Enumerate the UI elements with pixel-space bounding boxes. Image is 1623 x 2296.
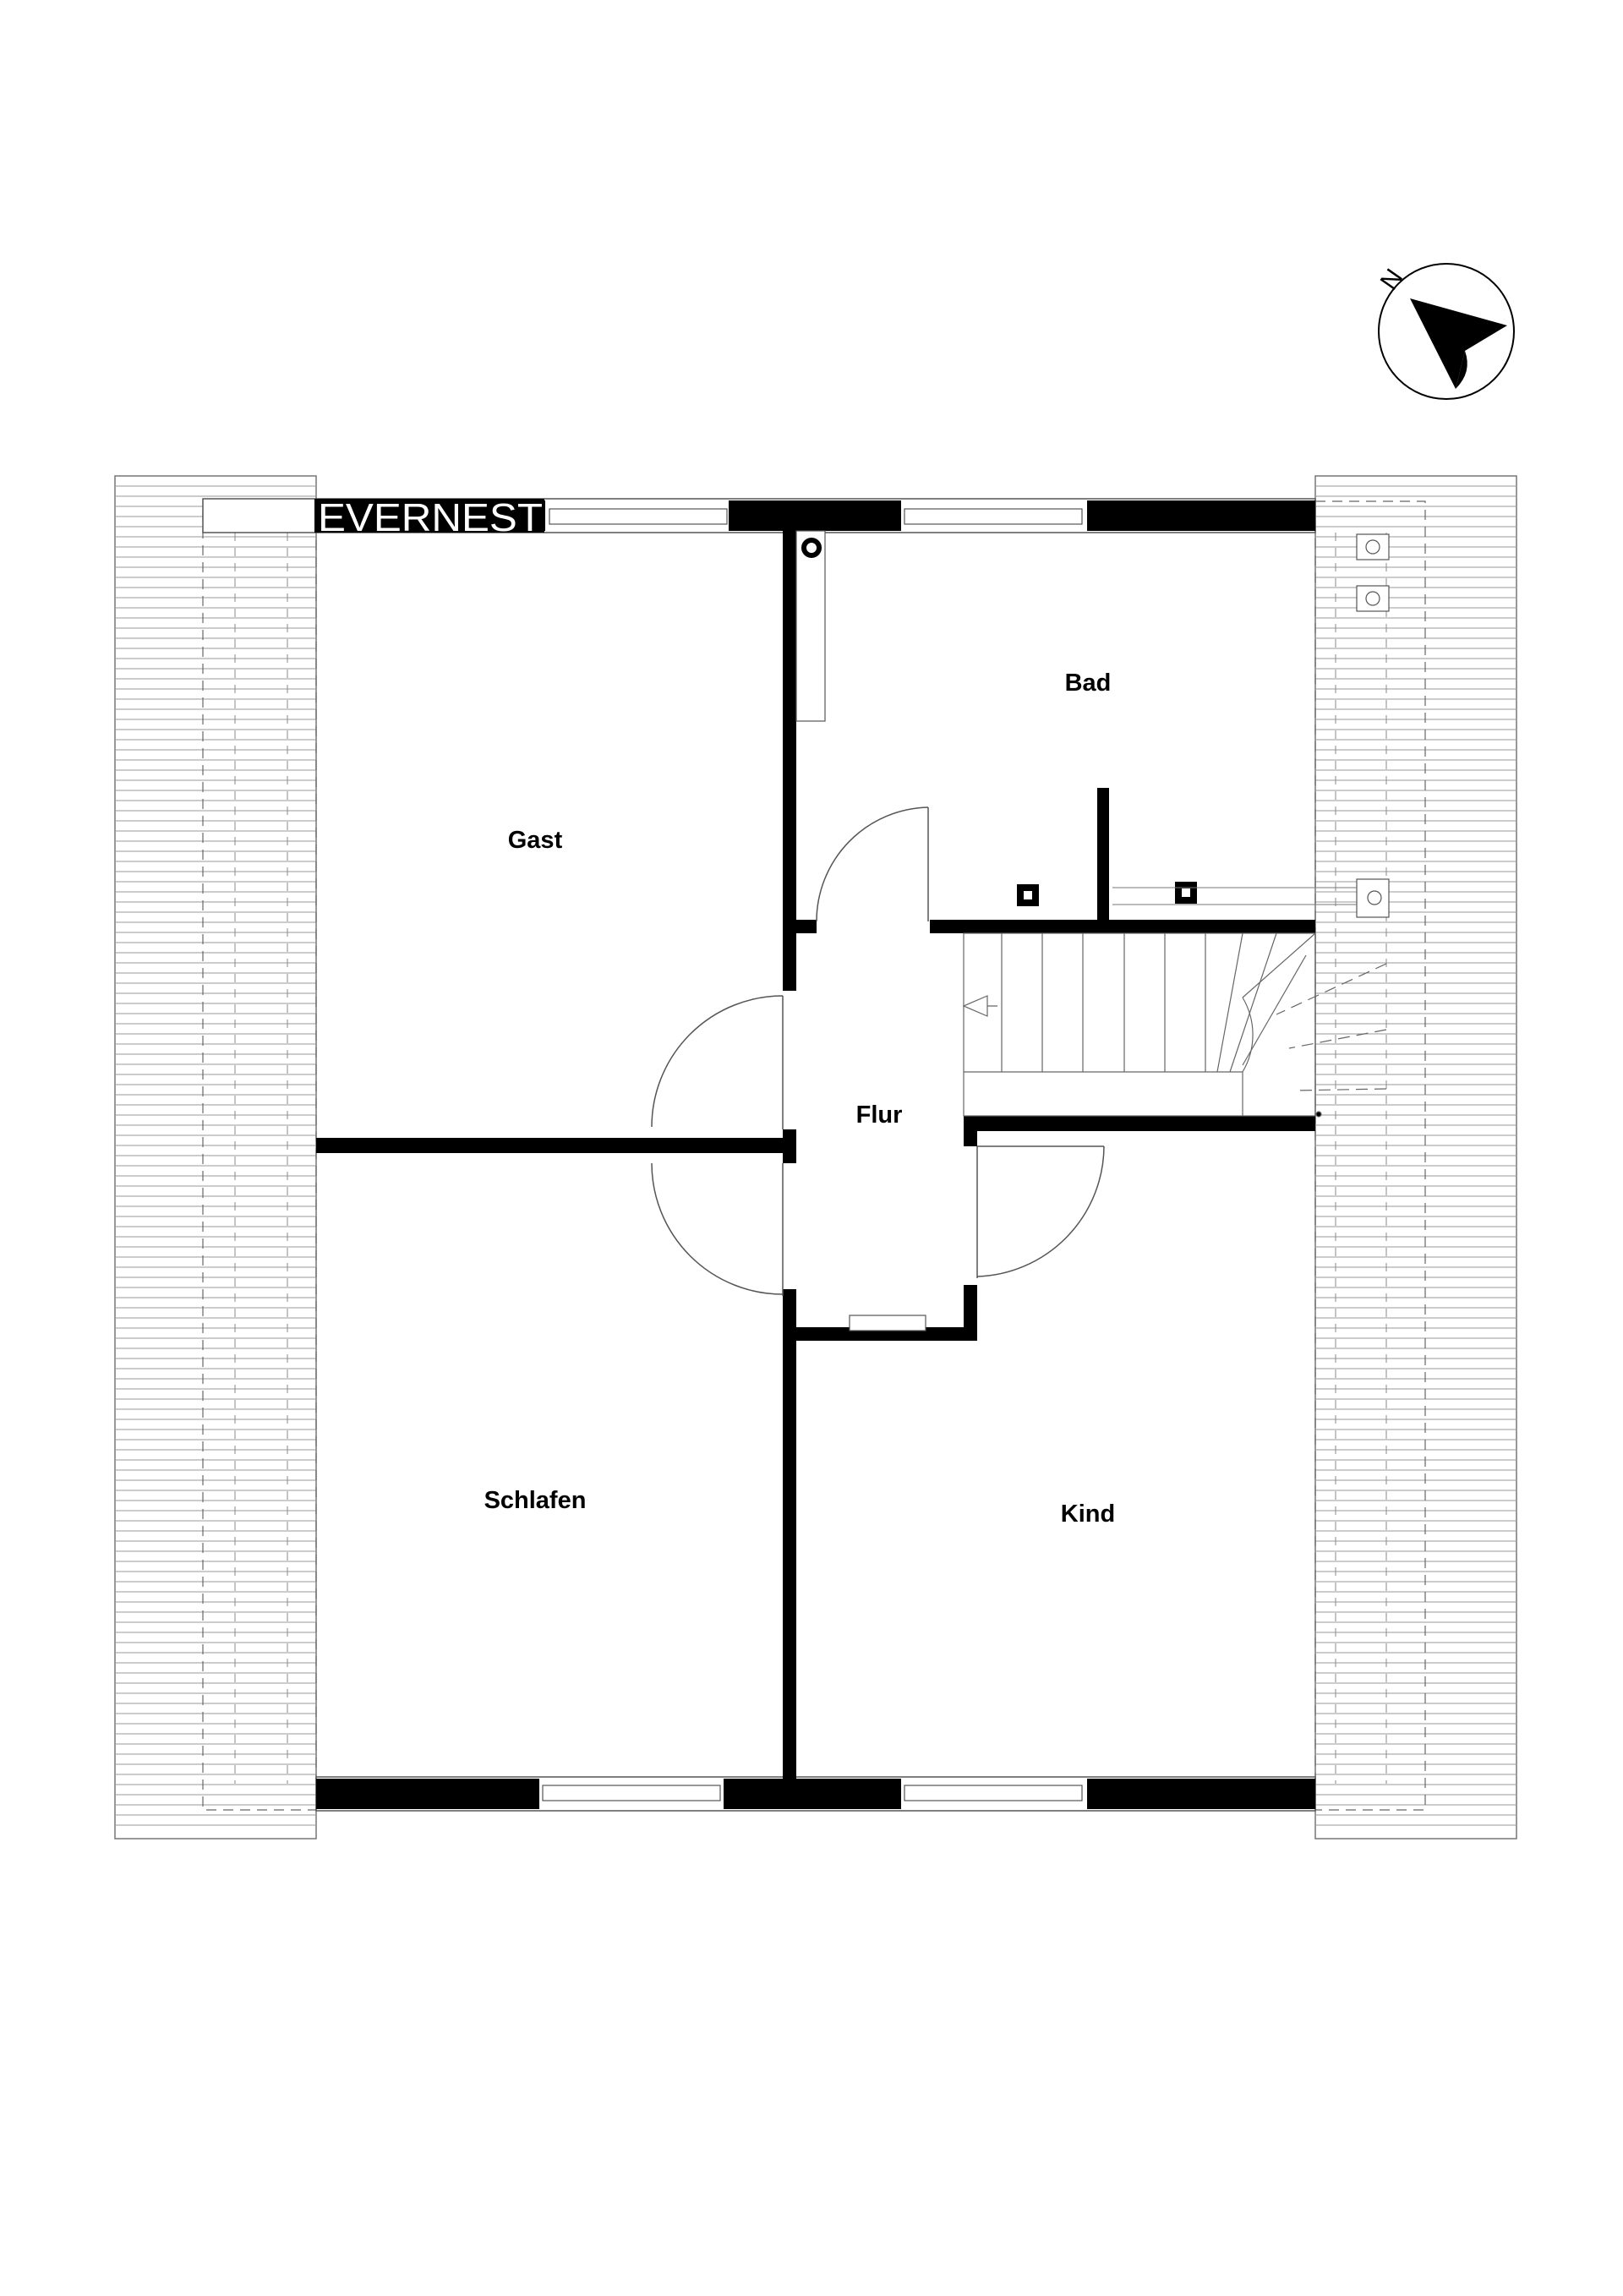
room-label-bad: Bad	[1065, 670, 1112, 697]
brand-logo: EVERNEST	[314, 495, 544, 539]
right-roof-hatch	[1314, 475, 1517, 1840]
room-label-schlafen: Schlafen	[484, 1487, 587, 1514]
stair-step	[1216, 932, 1243, 1073]
stair-step	[1229, 932, 1277, 1073]
bad-fixtures	[795, 530, 1357, 906]
interior-walls	[316, 531, 1315, 1784]
exterior-walls	[202, 498, 1316, 1812]
room-label-kind: Kind	[1061, 1501, 1115, 1528]
staircase	[962, 932, 1387, 1118]
flur-window	[849, 1315, 926, 1331]
doors	[651, 806, 1105, 1296]
stair-step	[1242, 954, 1307, 1066]
chimney-vent	[1356, 533, 1390, 918]
north-arrow-icon: N	[1375, 263, 1515, 400]
room-label-flur: Flur	[856, 1102, 903, 1129]
room-label-gast: Gast	[508, 827, 563, 854]
left-roof-hatch	[114, 475, 317, 1840]
brand-logo-text: EVERNEST	[318, 495, 543, 539]
